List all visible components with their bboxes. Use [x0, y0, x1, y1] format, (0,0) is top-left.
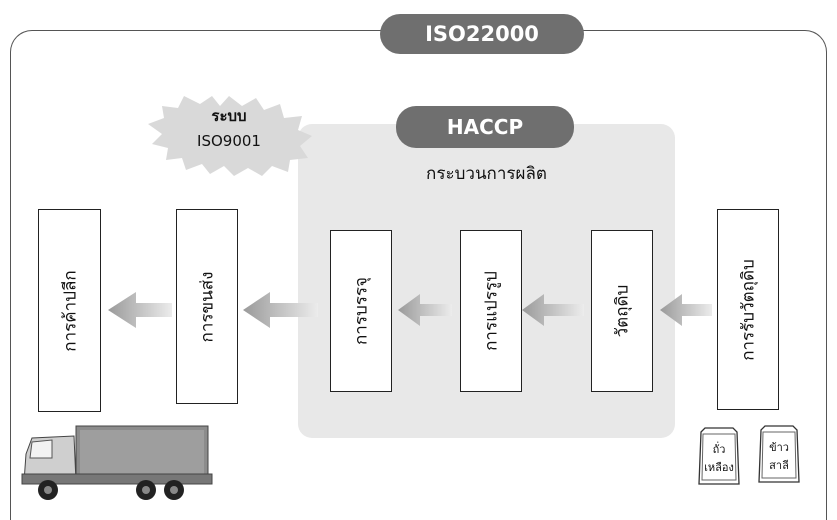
sack-icon-soybean: ถั่ว เหลือง	[697, 426, 741, 488]
step-transport-label: การขนส่ง	[197, 271, 218, 342]
arrow-left-icon	[108, 292, 172, 328]
sack-rice-text2: สาลี	[769, 459, 789, 472]
step-processing: การแปรรูป	[460, 230, 522, 392]
step-receiving: การรับวัตถุดิบ	[717, 209, 779, 410]
sack-soybean-text2: เหลือง	[704, 461, 734, 474]
step-packaging: การบรรจุ	[330, 230, 392, 392]
iso9001-line2: ISO9001	[197, 132, 261, 150]
arrow-left-icon	[660, 294, 712, 326]
truck-icon	[21, 425, 213, 500]
iso9001-burst-icon	[148, 96, 312, 176]
sack-icon	[758, 425, 800, 483]
arrow-left-icon	[243, 292, 318, 328]
sack-icon	[698, 427, 740, 485]
haccp-label: HACCP	[396, 106, 574, 148]
step-transport: การขนส่ง	[176, 209, 238, 404]
sack-rice-text1: ข้าว	[769, 441, 789, 454]
iso22000-label: ISO22000	[380, 14, 584, 54]
step-receiving-label: การรับวัตถุดิบ	[738, 258, 759, 361]
step-retail-label: การค้าปลีก	[60, 269, 80, 352]
step-raw-material: วัตถุดิบ	[591, 230, 653, 392]
sack-icon-rice: ข้าว สาลี	[757, 424, 801, 486]
step-retail: การค้าปลีก	[38, 209, 101, 412]
arrow-left-icon	[522, 294, 584, 326]
sack-soybean-text1: ถั่ว	[712, 443, 726, 456]
step-packaging-label: การบรรจุ	[351, 277, 372, 345]
iso9001-line1: ระบบ	[211, 107, 247, 125]
step-processing-label: การแปรรูป	[481, 271, 502, 351]
production-process-label: กระบวนการผลิต	[426, 164, 547, 184]
step-raw-material-label: วัตถุดิบ	[612, 284, 633, 338]
arrow-left-icon	[398, 294, 452, 326]
